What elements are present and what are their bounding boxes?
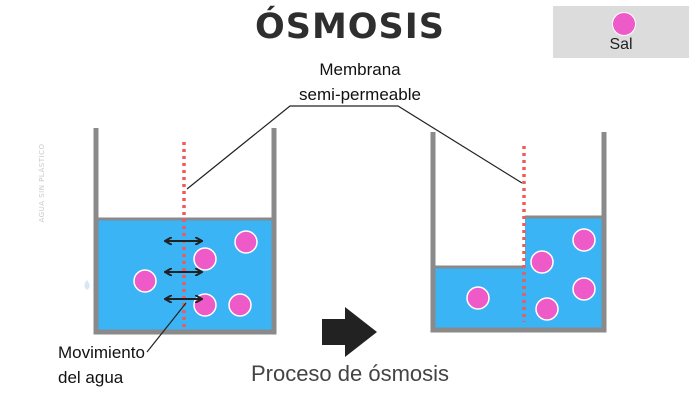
membrane-label: Membrana semi-permeable (260, 57, 460, 107)
left-container (93, 128, 277, 335)
watermark-text: AGUA SIN PLÁSTICO (38, 143, 46, 223)
salt-legend-icon (612, 12, 636, 36)
salt-particle (193, 293, 217, 317)
salt-particle (572, 277, 596, 301)
process-label: Proceso de ósmosis (250, 361, 450, 386)
salt-particle (228, 293, 252, 317)
pointer-lines (146, 105, 523, 353)
salt-particle (572, 228, 596, 252)
salt-particle (466, 286, 490, 310)
right-container (430, 132, 607, 333)
left-container-walls (93, 128, 277, 335)
salt-particle (234, 230, 258, 254)
process-arrow-icon (322, 307, 377, 357)
watermark-droplet-icon (84, 280, 90, 290)
salt-particle (133, 269, 157, 293)
movement-pointer (146, 302, 187, 353)
legend-box: Sal (553, 6, 689, 58)
page-title: ÓSMOSIS (255, 7, 445, 47)
salt-particle (530, 250, 554, 274)
salt-particle (193, 247, 217, 271)
movement-label-line2: del agua (58, 368, 124, 387)
salt-particle (535, 297, 559, 321)
movement-label-line1: Movimiento (58, 343, 145, 362)
movement-label: Movimiento del agua (58, 340, 198, 390)
legend-label-salt: Sal (609, 36, 633, 53)
right-container-walls (430, 132, 607, 333)
membrane-label-line1: Membrana (319, 60, 401, 79)
membrane-pointer (186, 105, 523, 190)
membrane-label-line2: semi-permeable (299, 85, 421, 104)
